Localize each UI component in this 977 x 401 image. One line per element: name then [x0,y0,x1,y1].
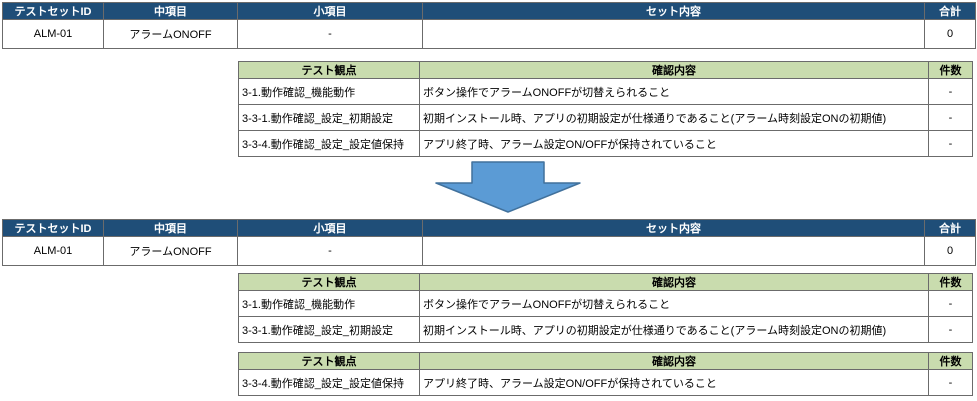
cell-count: - [928,78,973,105]
col-header-confirm: 確認内容 [419,273,929,291]
cell-mid-item: アラームONOFF [103,236,238,266]
cell-small-item: - [237,236,423,266]
table-row: ALM-01 アラームONOFF - 0 [2,236,976,266]
cell-viewpoint: 3-1.動作確認_機能動作 [238,78,420,105]
cell-total: 0 [924,236,976,266]
col-header-confirm: 確認内容 [419,352,929,370]
cell-viewpoint: 3-3-1.動作確認_設定_初期設定 [238,316,420,343]
col-header-test-set-id: テストセットID [2,2,104,20]
test-set-summary-table-1: テストセットID 中項目 小項目 セット内容 合計 ALM-01 アラームONO… [2,2,976,49]
col-header-mid-item: 中項目 [103,219,238,237]
cell-test-set-id: ALM-01 [2,19,104,49]
table-row: 3-1.動作確認_機能動作 ボタン操作でアラームONOFFが切替えられること - [238,78,973,105]
cell-test-set-id: ALM-01 [2,236,104,266]
cell-confirm: ボタン操作でアラームONOFFが切替えられること [419,290,929,317]
cell-total: 0 [924,19,976,49]
col-header-test-set-id: テストセットID [2,219,104,237]
cell-set-content [422,236,925,266]
detail-header-row: テスト観点 確認内容 件数 [238,273,973,291]
cell-viewpoint: 3-3-1.動作確認_設定_初期設定 [238,104,420,131]
col-header-count: 件数 [928,61,973,79]
table-row: 3-3-1.動作確認_設定_初期設定 初期インストール時、アプリの初期設定が仕様… [238,104,973,131]
cell-small-item: - [237,19,423,49]
cell-set-content [422,19,925,49]
cell-count: - [928,316,973,343]
test-viewpoint-table-3: テスト観点 確認内容 件数 3-3-4.動作確認_設定_設定値保持 アプリ終了時… [238,352,973,396]
col-header-viewpoint: テスト観点 [238,352,420,370]
cell-mid-item: アラームONOFF [103,19,238,49]
cell-viewpoint: 3-3-4.動作確認_設定_設定値保持 [238,369,420,396]
cell-confirm: 初期インストール時、アプリの初期設定が仕様通りであること(アラーム時刻設定ONの… [419,104,929,131]
col-header-total: 合計 [924,2,976,20]
col-header-mid-item: 中項目 [103,2,238,20]
summary-header-row: テストセットID 中項目 小項目 セット内容 合計 [2,2,976,20]
table-row: 3-1.動作確認_機能動作 ボタン操作でアラームONOFFが切替えられること - [238,290,973,317]
col-header-small-item: 小項目 [237,2,423,20]
cell-count: - [928,290,973,317]
cell-confirm: ボタン操作でアラームONOFFが切替えられること [419,78,929,105]
cell-confirm: アプリ終了時、アラーム設定ON/OFFが保持されていること [419,130,929,157]
col-header-viewpoint: テスト観点 [238,61,420,79]
cell-confirm: 初期インストール時、アプリの初期設定が仕様通りであること(アラーム時刻設定ONの… [419,316,929,343]
col-header-count: 件数 [928,273,973,291]
table-row: 3-3-4.動作確認_設定_設定値保持 アプリ終了時、アラーム設定ON/OFFが… [238,130,973,157]
table-row: ALM-01 アラームONOFF - 0 [2,19,976,49]
detail-header-row: テスト観点 確認内容 件数 [238,61,973,79]
col-header-confirm: 確認内容 [419,61,929,79]
test-viewpoint-table-2: テスト観点 確認内容 件数 3-1.動作確認_機能動作 ボタン操作でアラームON… [238,273,973,343]
down-arrow-shape [435,161,581,213]
summary-header-row: テストセットID 中項目 小項目 セット内容 合計 [2,219,976,237]
col-header-count: 件数 [928,352,973,370]
cell-count: - [928,130,973,157]
cell-confirm: アプリ終了時、アラーム設定ON/OFFが保持されていること [419,369,929,396]
col-header-set-content: セット内容 [422,2,925,20]
down-arrow-icon [433,161,583,213]
col-header-total: 合計 [924,219,976,237]
detail-header-row: テスト観点 確認内容 件数 [238,352,973,370]
table-row: 3-3-1.動作確認_設定_初期設定 初期インストール時、アプリの初期設定が仕様… [238,316,973,343]
test-set-summary-table-2: テストセットID 中項目 小項目 セット内容 合計 ALM-01 アラームONO… [2,219,976,266]
col-header-set-content: セット内容 [422,219,925,237]
table-row: 3-3-4.動作確認_設定_設定値保持 アプリ終了時、アラーム設定ON/OFFが… [238,369,973,396]
test-viewpoint-table-1: テスト観点 確認内容 件数 3-1.動作確認_機能動作 ボタン操作でアラームON… [238,61,973,157]
col-header-viewpoint: テスト観点 [238,273,420,291]
cell-viewpoint: 3-1.動作確認_機能動作 [238,290,420,317]
cell-count: - [928,369,973,396]
cell-viewpoint: 3-3-4.動作確認_設定_設定値保持 [238,130,420,157]
cell-count: - [928,104,973,131]
col-header-small-item: 小項目 [237,219,423,237]
